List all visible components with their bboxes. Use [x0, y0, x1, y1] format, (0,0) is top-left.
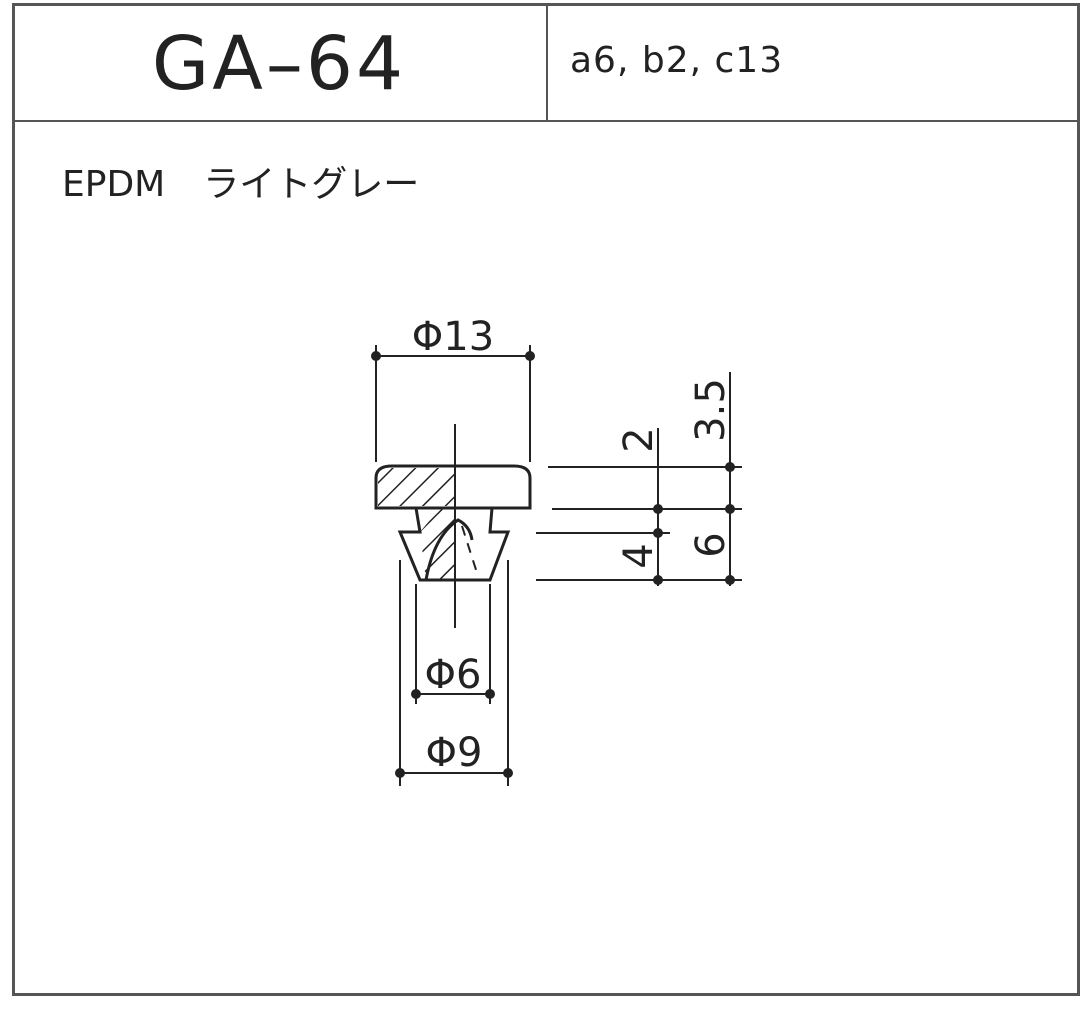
- hidden-line: [461, 525, 479, 577]
- part-head: [374, 464, 532, 510]
- material-spec: EPDM ライトグレー: [62, 155, 457, 207]
- dim-label-cone-height: 4: [616, 543, 662, 568]
- dim-label-overall-top: 3.5: [688, 378, 734, 442]
- part-number: GA–64: [151, 21, 407, 107]
- dim-label-top-diameter: Φ13: [412, 314, 494, 360]
- dim-shaft-diameter: [415, 584, 491, 704]
- dim-label-total-height: 6: [688, 532, 734, 557]
- part-codes: a6, b2, c13: [570, 40, 784, 81]
- shank-curve: [424, 518, 474, 581]
- dim-top-diameter: [375, 345, 531, 462]
- header-divider: [12, 120, 1080, 122]
- dim-label-tip-diameter: Φ9: [426, 730, 483, 776]
- material-name: EPDM: [62, 164, 166, 205]
- height-extension-lines: [536, 466, 742, 581]
- material-color: ライトグレー: [203, 164, 420, 205]
- dim-label-head-height: 2: [616, 427, 662, 452]
- dim-tip-diameter: [399, 560, 509, 786]
- header-column-divider: [546, 3, 548, 121]
- dim-label-shaft-diameter: Φ6: [425, 652, 482, 698]
